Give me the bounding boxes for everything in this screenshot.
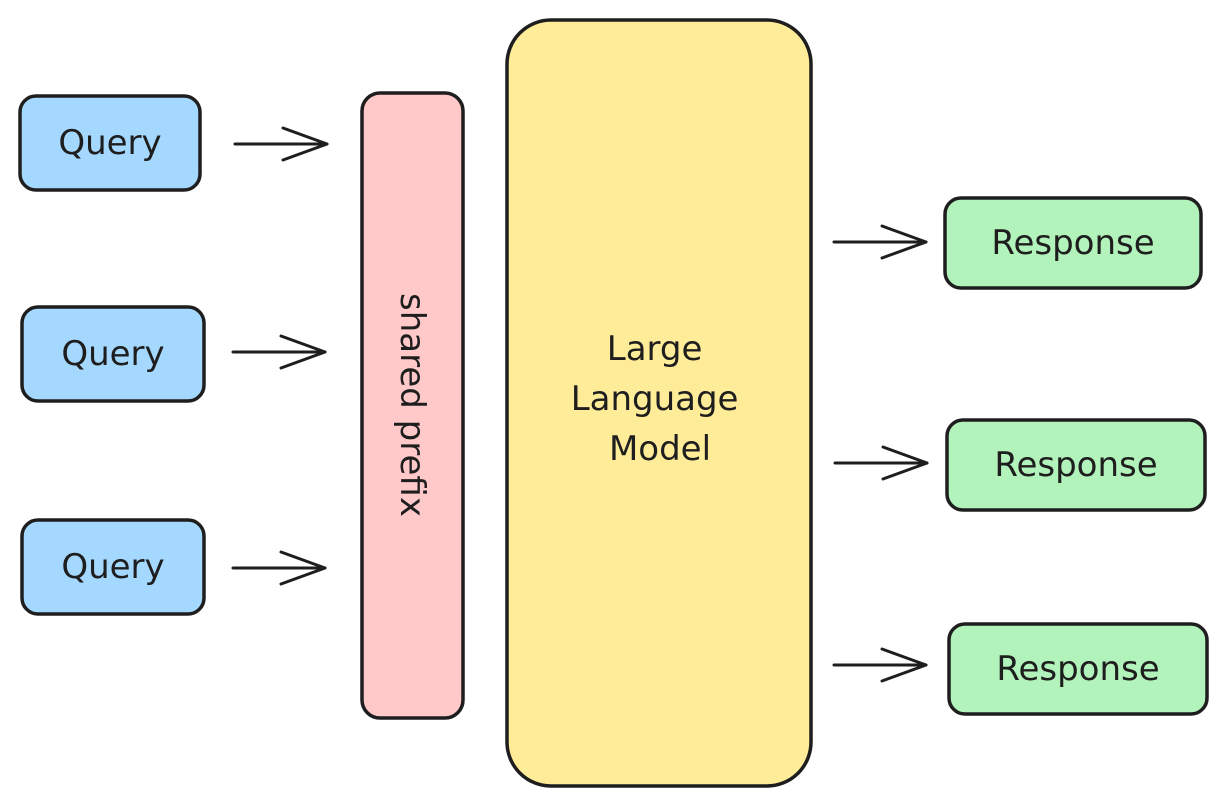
response-label-2: Response [994,445,1157,485]
llm-box: Large Language Model [505,18,813,788]
response-box-3: Response [947,622,1209,716]
response-label-1: Response [991,223,1154,263]
llm-label: Large Language Model [571,329,750,469]
shared-prefix-label: shared prefix [392,293,432,517]
llm-label-line-3: Model [609,429,711,469]
query-label-1: Query [58,123,161,163]
response-box-1: Response [943,196,1203,290]
arrow-response-1 [832,224,928,260]
arrow-query-1 [233,126,329,162]
llm-label-line-2: Language [571,379,739,419]
shared-prefix-box: shared prefix [360,91,465,720]
query-label-3: Query [61,547,164,587]
response-box-2: Response [945,418,1207,512]
query-label-2: Query [61,334,164,374]
arrow-query-2 [231,334,327,370]
query-box-2: Query [20,305,206,403]
arrow-response-2 [833,445,929,481]
llm-label-line-1: Large [607,329,703,369]
query-box-1: Query [18,94,202,192]
query-box-3: Query [20,518,206,616]
arrow-query-3 [231,550,327,586]
response-label-3: Response [996,649,1159,689]
arrow-response-3 [832,647,928,683]
